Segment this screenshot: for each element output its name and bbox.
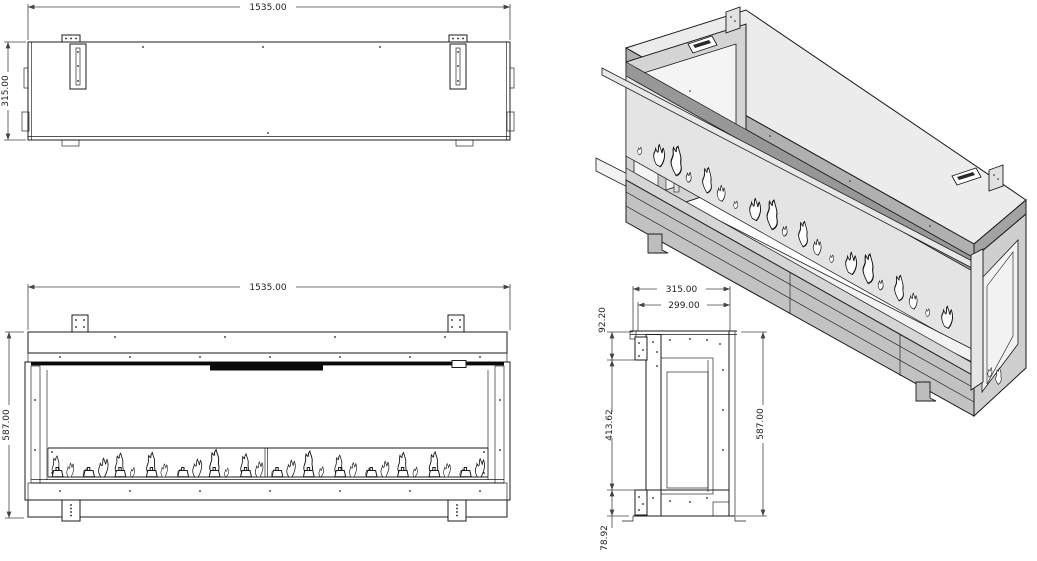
flame xyxy=(318,466,324,478)
flame xyxy=(130,467,135,478)
isometric-view xyxy=(595,6,1027,418)
top-view: 1535.00 315.00 xyxy=(1,3,515,147)
flame xyxy=(177,467,190,478)
flame xyxy=(459,467,472,478)
front-view: 1535.00 587.00 xyxy=(2,283,511,522)
dim-label-top-depth: 315.00 xyxy=(1,75,11,107)
flame xyxy=(474,458,486,478)
flame xyxy=(192,458,203,478)
flame xyxy=(254,461,264,478)
flame xyxy=(271,467,284,478)
flame xyxy=(98,457,109,478)
flame xyxy=(365,467,378,478)
side-view-dimensions: 315.00 299.00 92.20 413.62 78.92 587.00 xyxy=(598,285,767,551)
front-view-body xyxy=(24,331,511,518)
flame xyxy=(349,462,357,478)
iso-corner-post xyxy=(970,248,984,391)
dim-label-top-width: 1535.00 xyxy=(249,3,286,13)
front-view-feet xyxy=(61,499,467,522)
dim-label-front-width: 1535.00 xyxy=(249,283,286,293)
dim-label-side-base-height: 78.92 xyxy=(600,525,610,551)
iso-right-end xyxy=(970,212,1027,418)
iso-foot-bracket xyxy=(647,233,937,402)
flame xyxy=(66,462,75,478)
top-view-mounting-brackets xyxy=(61,34,468,43)
dim-label-side-height: 587.00 xyxy=(756,408,766,440)
iso-body xyxy=(595,6,1027,418)
flame xyxy=(160,463,168,478)
dim-label-front-height: 587.00 xyxy=(2,409,12,441)
dim-label-side-top-section: 92.20 xyxy=(598,307,608,333)
flame xyxy=(380,460,390,478)
flame xyxy=(412,466,418,478)
flame xyxy=(224,467,229,478)
side-view-body xyxy=(622,330,746,522)
flame xyxy=(443,463,451,478)
dim-label-side-depth: 315.00 xyxy=(666,285,698,295)
top-view-vent-slots xyxy=(69,43,467,90)
flame xyxy=(83,467,95,478)
iso-vent-slot xyxy=(687,35,982,186)
top-view-body xyxy=(21,41,515,147)
front-view-dimensions: 1535.00 587.00 xyxy=(2,283,511,519)
top-view-dimensions: 1535.00 315.00 xyxy=(1,3,511,141)
dim-label-side-opening-height: 413.62 xyxy=(605,409,615,441)
flame-row xyxy=(51,449,486,478)
flame xyxy=(286,459,296,478)
heater-vent-bar xyxy=(210,364,323,371)
iso-mounting-bracket xyxy=(725,6,1004,192)
front-view-mounting-brackets xyxy=(71,314,465,333)
dim-label-side-inner-depth: 299.00 xyxy=(668,301,700,311)
control-window xyxy=(451,360,467,368)
side-view: 315.00 299.00 92.20 413.62 78.92 587.00 xyxy=(598,285,767,551)
